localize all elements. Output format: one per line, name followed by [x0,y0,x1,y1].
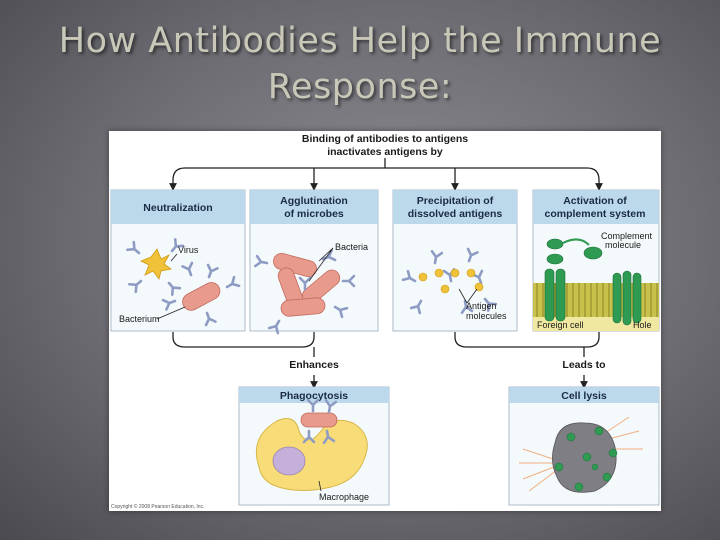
hole-label: Hole [633,320,652,330]
panel-complement-title-1: Activation of [563,195,627,207]
enhances-label: Enhances [289,359,339,371]
foreign-cell-membrane [533,268,659,331]
virus-shape [126,238,185,296]
panel-agglutination-title-1: Agglutination [280,195,348,207]
virus-label: Virus [178,245,199,255]
cell-lysis-title: Cell lysis [561,390,607,402]
slide-title-line-2: Response: [267,67,453,107]
top-connector [169,158,603,191]
panel-neutralization-title: Neutralization [143,202,212,214]
panel-precipitation: Precipitation of dissolved antigens Anti… [392,189,518,332]
antigen-label: Antigen [466,301,497,311]
foreign-cell-label: Foreign cell [537,320,584,330]
diagram-canvas: Binding of antibodies to antigens inacti… [110,133,660,510]
top-label-line-1: Binding of antibodies to antigens [302,133,468,145]
bacteria-label: Bacteria [335,242,368,252]
antigen-lattice [401,247,498,315]
slide-title: How Antibodies Help the Immune Response: [0,18,720,110]
complement-label: Complement [601,231,653,241]
leads-to-label: Leads to [562,359,605,371]
molecules-label: molecules [466,311,507,321]
phagocytosis-title: Phagocytosis [280,390,348,402]
bacterium-label: Bacterium [119,314,160,324]
panel-neutralization: Neutralization Virus Bacterium [110,189,246,332]
panel-cell-lysis: Cell lysis [508,386,660,506]
copyright-text: Copyright © 2008 Pearson Education, Inc. [111,503,204,510]
panel-complement: Activation of complement system [532,189,660,332]
bottom-connectors [172,332,600,389]
bacteria-cluster [253,249,356,335]
bacterium-shape [161,261,241,327]
complement-label-2: molecule [605,240,641,250]
panel-agglutination: Agglutination of microbes Bacteria [249,189,379,335]
macrophage-label: Macrophage [319,492,369,502]
panel-complement-title-2: complement system [545,208,646,220]
antibody-diagram: Binding of antibodies to antigens inacti… [109,131,661,511]
lysed-cell [519,416,643,493]
complement-molecules [546,238,603,265]
top-label-line-2: inactivates antigens by [327,146,443,158]
panel-precipitation-title-1: Precipitation of [417,195,494,207]
panel-precipitation-title-2: dissolved antigens [408,208,503,220]
slide-title-line-1: How Antibodies Help the Immune [58,21,662,61]
panel-phagocytosis: Phagocytosis Macrophage [238,386,390,506]
macrophage-shape [255,398,368,491]
panel-agglutination-title-2: of microbes [284,208,344,220]
